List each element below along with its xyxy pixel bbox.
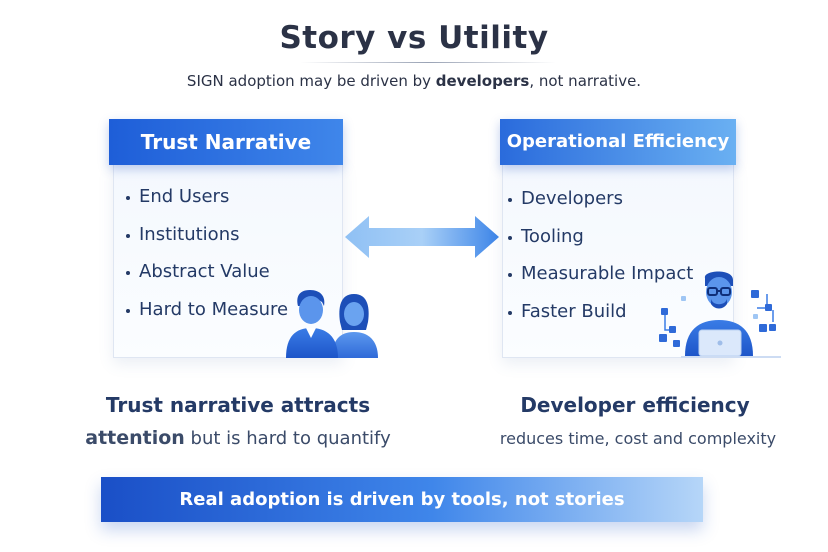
bullet-dot [508,198,512,202]
list-item-label: Measurable Impact [521,263,694,284]
trust-caption-heading: Trust narrative attracts [105,393,371,417]
list-item-label: Institutions [139,223,240,245]
list-item-label: Developers [521,188,623,209]
trust-caption-emphasis: attention [85,427,185,449]
bullet-dot [508,273,512,277]
developer-caption-heading: Developer efficiency [520,393,750,417]
developer-laptop-icon [659,271,781,358]
bullet-dot [126,233,130,238]
bullet-dot [126,196,130,200]
people-icon [286,290,378,358]
trust-caption-text: attention but is hard to quantify [80,427,396,449]
trust-caption-rest: but is hard to quantify [184,428,391,449]
subtitle-emphasis: developers [435,72,530,90]
title-underline [300,62,556,63]
list-item-label: End Users [139,186,230,207]
list-item-label: Tooling [521,225,584,247]
subtitle-end: , not narrative. [529,72,642,90]
conclusion-banner: Real adoption is driven by tools, not st… [101,477,703,522]
operational-efficiency-card [502,160,734,358]
trust-narrative-header: Trust Narrative [109,119,343,165]
bullet-dot [126,308,130,313]
trust-narrative-card [113,160,343,358]
bullet-dot [508,235,512,240]
developer-caption-text: reduces time, cost and complexity [499,429,777,448]
list-item-label: Faster Build [521,300,627,322]
subtitle-start: SIGN adoption may be driven by [186,72,436,90]
subtitle: SIGN adoption may be driven by developer… [0,72,828,90]
list-item-label: Hard to Measure [139,298,289,320]
bullet-dot [126,271,130,275]
double-arrow-icon [345,216,499,258]
list-item-label: Abstract Value [139,261,270,282]
bullet-dot [508,310,512,315]
operational-efficiency-header: Operational Efficiency [500,119,736,165]
page-title: Story vs Utility [279,20,549,56]
